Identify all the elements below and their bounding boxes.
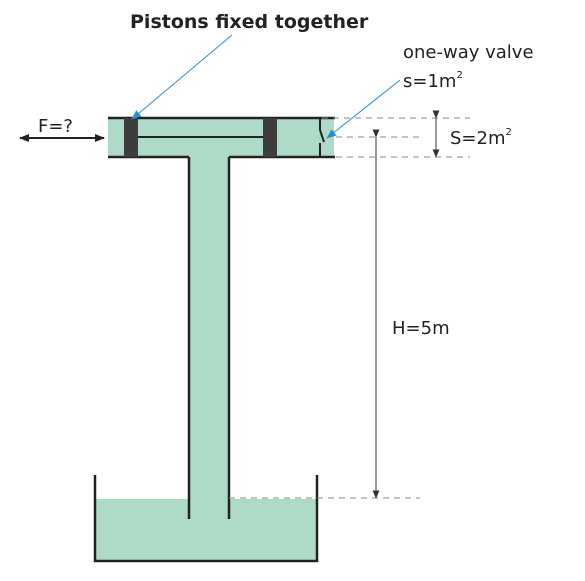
pipe-water — [189, 157, 229, 519]
one-way-valve-flap — [319, 129, 325, 143]
height-label: H=5m — [392, 318, 450, 339]
valve-label-line2: s=1m2 — [403, 70, 463, 92]
valve-label-line1: one-way valve — [403, 42, 534, 63]
pistons-pointer — [131, 34, 233, 120]
reservoir-container — [93, 475, 319, 563]
valve-pointer — [326, 79, 401, 139]
left-piston — [124, 118, 138, 157]
right-piston — [263, 118, 277, 157]
force-label: F=? — [38, 116, 73, 137]
pistons-title: Pistons fixed together — [130, 11, 369, 33]
area-S-label: S=2m2 — [450, 127, 512, 149]
